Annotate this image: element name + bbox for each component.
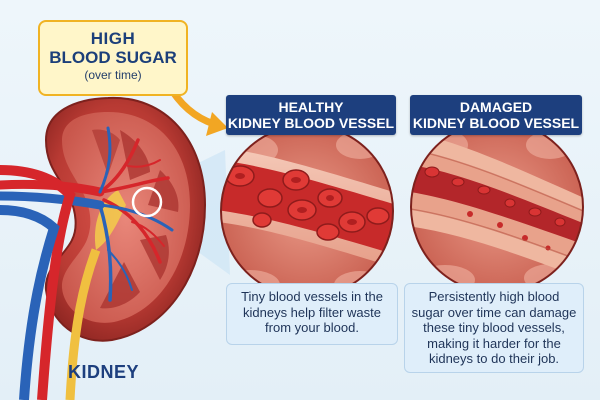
damaged-caption: Persistently high blood sugar over time … [404,283,584,373]
healthy-panel-header: HEALTHY KIDNEY BLOOD VESSEL [226,95,396,135]
high-blood-sugar-callout: HIGH BLOOD SUGAR (over time) [38,20,188,96]
kidney-label: KIDNEY [68,362,140,382]
kidney-illustration [0,96,207,400]
healthy-header-line-2: KIDNEY BLOOD VESSEL [227,115,395,131]
damaged-header-line-2: KIDNEY BLOOD VESSEL [412,115,580,131]
magnifier-circle [131,186,163,218]
callout-line-1: HIGH [90,29,136,48]
damaged-vessel-illustration [410,120,584,294]
healthy-vessel-illustration [220,124,394,298]
arrowhead-icon [206,112,228,136]
callout-line-2: BLOOD SUGAR [49,48,177,67]
damaged-panel-header: DAMAGED KIDNEY BLOOD VESSEL [410,95,582,135]
healthy-header-line-1: HEALTHY [278,99,344,115]
damaged-header-line-1: DAMAGED [459,99,533,115]
healthy-caption: Tiny blood vessels in the kidneys help f… [226,283,398,345]
callout-line-3: (over time) [84,68,142,82]
